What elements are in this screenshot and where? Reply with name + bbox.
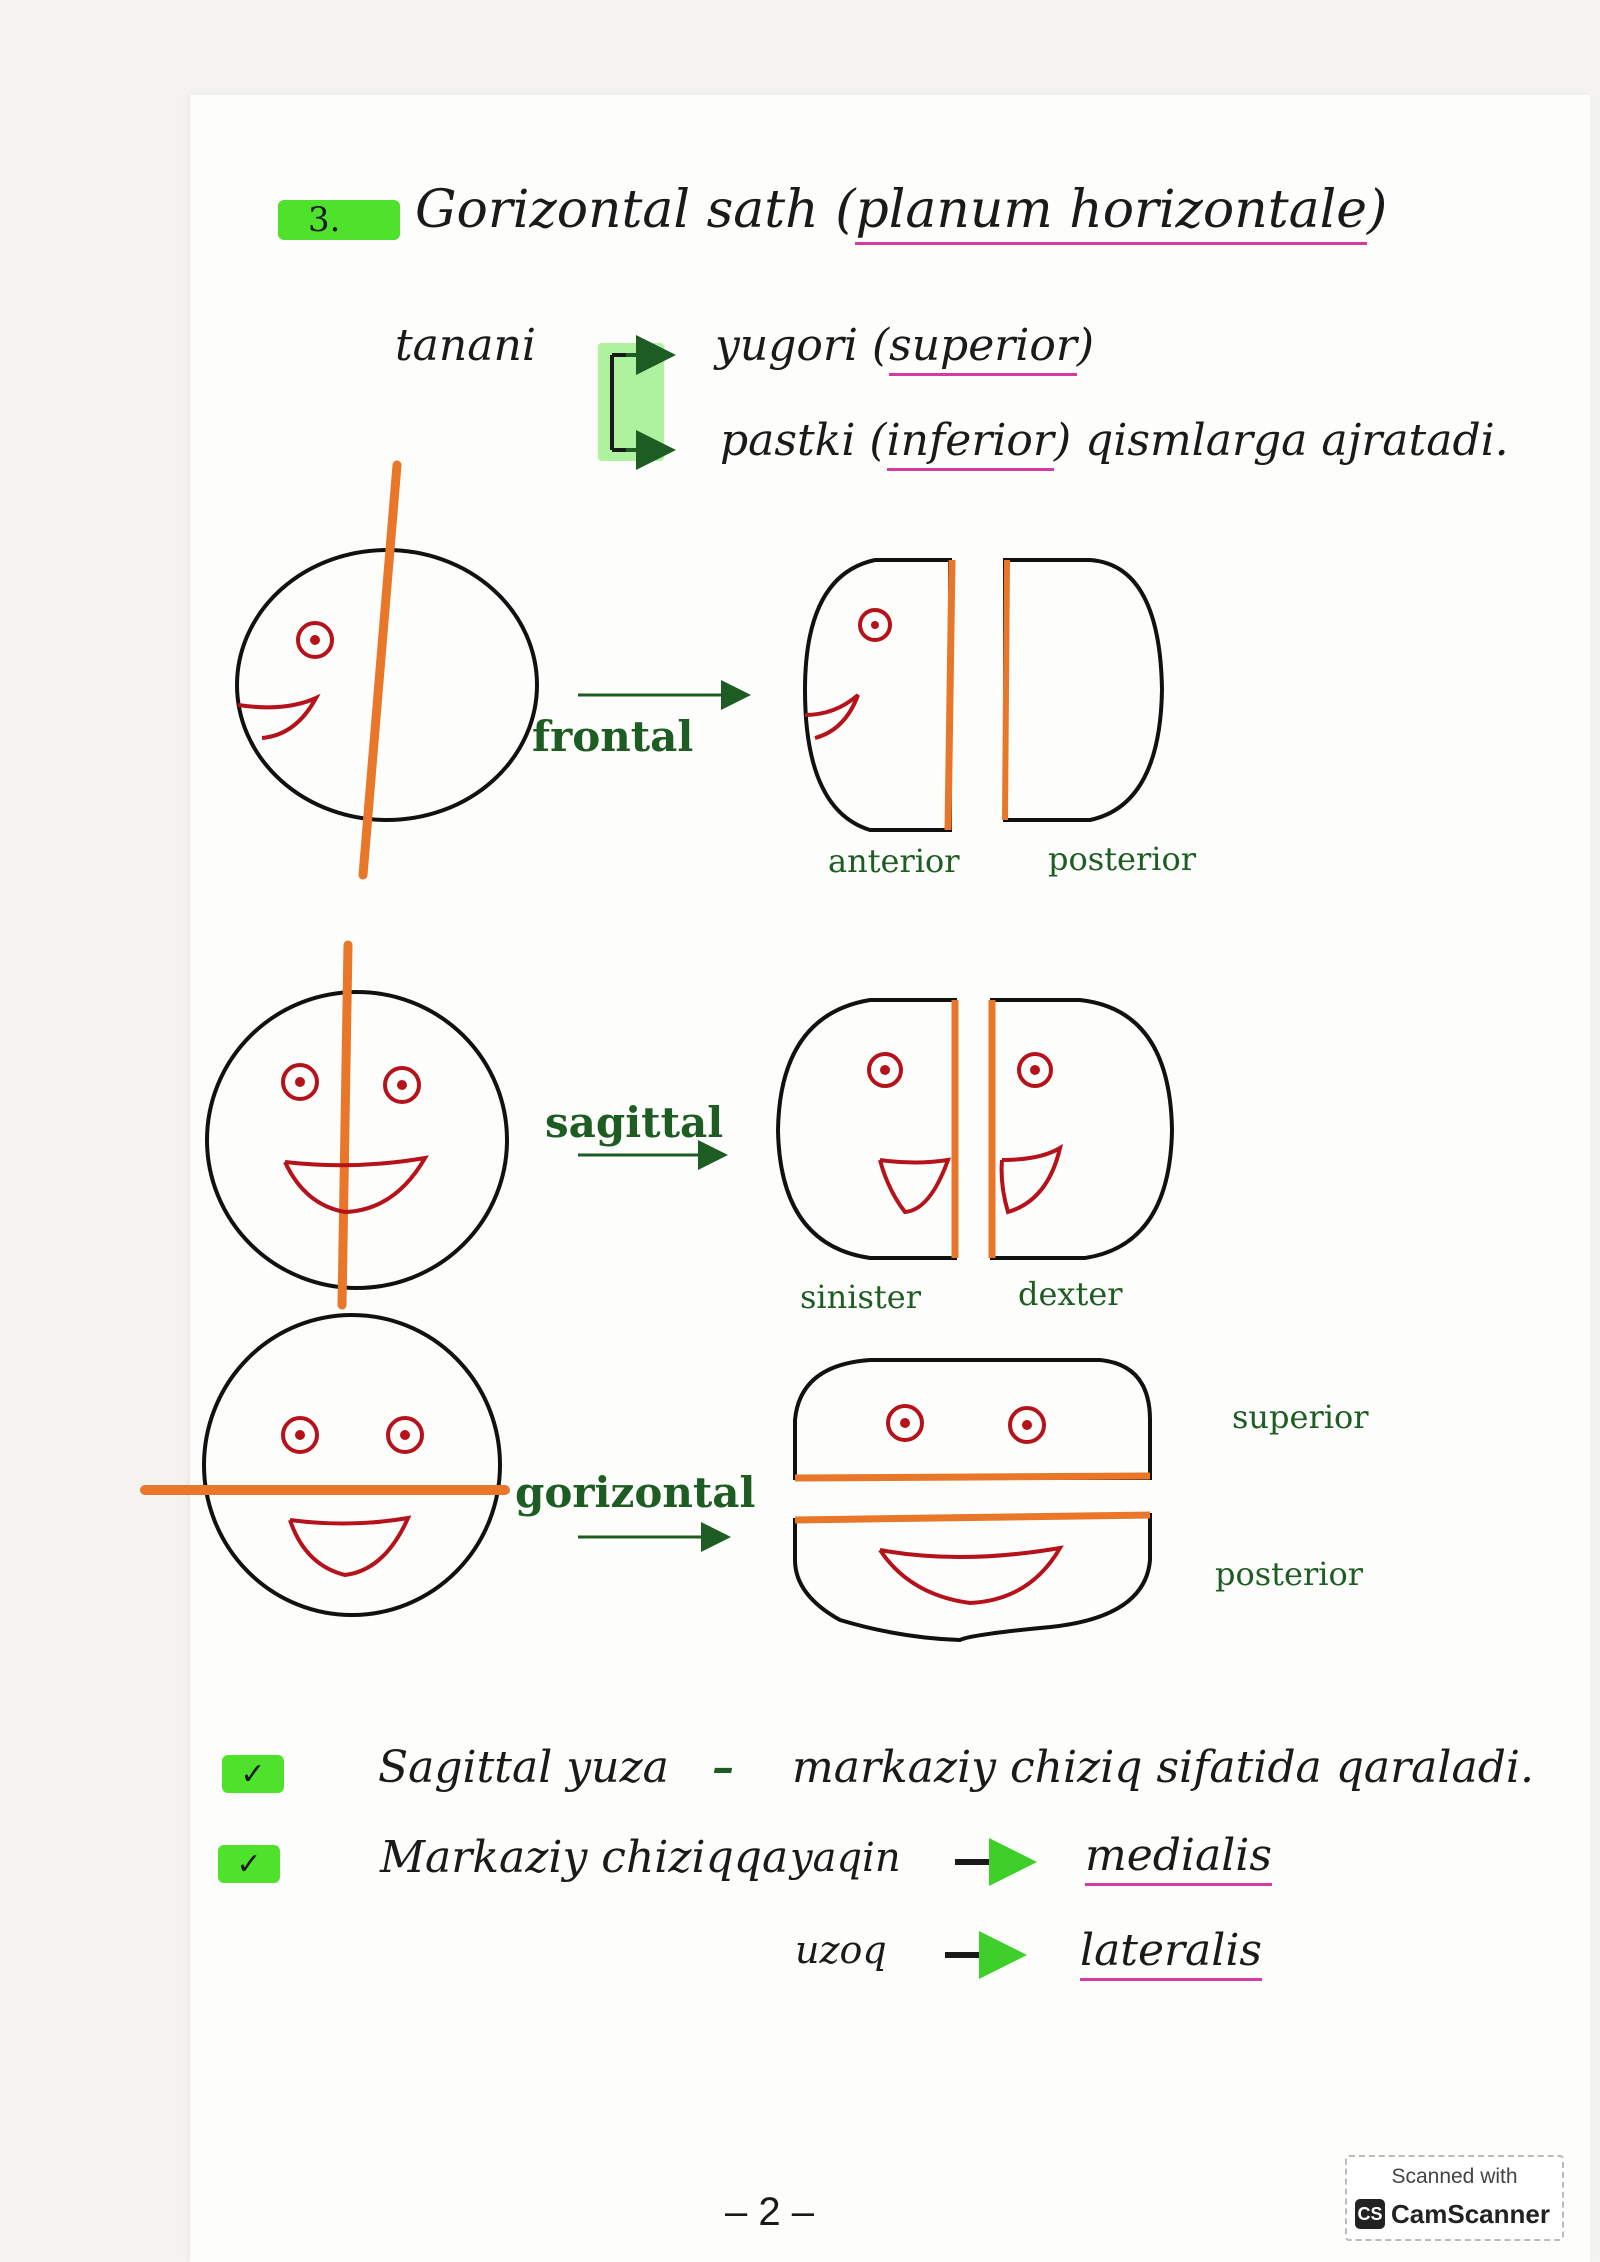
label-superior: superior (1232, 1398, 1369, 1436)
label-sagittal: sagittal (545, 1098, 724, 1147)
horizontal-whole-face (140, 1313, 510, 1617)
note-2-lateralis: lateralis (1080, 1925, 1263, 1981)
section-number: 3. (278, 200, 400, 240)
title-latin: planum horizontale (855, 180, 1368, 245)
label-anterior: anterior (828, 842, 960, 880)
split-bracket (598, 335, 676, 470)
scanner-brand: CamScanner (1391, 2199, 1550, 2229)
note-1-subject: Sagittal yuza (378, 1742, 669, 1793)
intro-upper: yugori (superior) (715, 320, 1094, 376)
scanner-caption: Scanned with (1391, 2165, 1518, 2188)
note-1-dash: – (712, 1742, 734, 1793)
sagittal-right-half (988, 998, 1175, 1260)
horizontal-superior-half (793, 1358, 1152, 1482)
label-frontal: frontal (532, 712, 694, 761)
check-icon: ✓ (218, 1845, 280, 1883)
page-number: – 2 – (725, 2190, 814, 2234)
label-gorizontal: gorizontal (515, 1468, 756, 1517)
note-2-subject: Markaziy chiziqqa (380, 1832, 789, 1883)
note-2-far: uzoq (795, 1928, 887, 1972)
sagittal-whole-face (205, 940, 509, 1310)
intro-lower: pastki (inferior) qismlarga ajratadi. (720, 415, 1509, 471)
frontal-whole-face (235, 460, 539, 880)
paper-sheet (190, 95, 1590, 2262)
horizontal-inferior-half (793, 1511, 1152, 1643)
label-sinister: sinister (800, 1278, 922, 1316)
intro-subject: tanani (395, 320, 536, 371)
note-1-text: markaziy chiziq sifatida qaraladi. (792, 1742, 1534, 1793)
label-posterior-horizontal: posterior (1215, 1555, 1364, 1593)
frontal-posterior-half (1002, 558, 1165, 822)
section-title: Gorizontal sath (planum horizontale) (415, 180, 1387, 245)
note-2-near: yaqin (790, 1835, 901, 1881)
label-posterior-frontal: posterior (1048, 840, 1197, 878)
sagittal-left-half (775, 998, 959, 1260)
frontal-anterior-half (802, 558, 956, 832)
note-2-medialis: medialis (1085, 1830, 1272, 1886)
check-icon: ✓ (222, 1755, 284, 1793)
camscanner-logo-icon: CS (1355, 2199, 1385, 2229)
camscanner-watermark: Scanned with CS CamScanner (1345, 2155, 1564, 2241)
label-dexter: dexter (1018, 1275, 1123, 1313)
